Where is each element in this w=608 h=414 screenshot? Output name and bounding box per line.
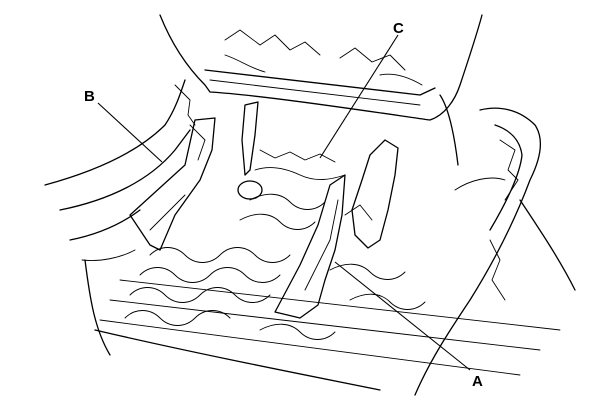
leader-a xyxy=(334,261,471,371)
right-bracket xyxy=(344,139,399,249)
seat-back-outline xyxy=(159,14,483,166)
callout-leaders xyxy=(97,34,471,371)
leader-b xyxy=(97,102,163,163)
leader-c xyxy=(319,34,399,159)
left-side-panel xyxy=(44,79,196,261)
seat-spring-grid xyxy=(84,149,561,391)
part-b-cover xyxy=(129,117,216,251)
part-a-cover xyxy=(274,174,346,319)
callout-label-b: B xyxy=(84,88,95,105)
callout-label-c: C xyxy=(393,20,404,37)
right-side-panel xyxy=(414,107,576,396)
center-bracket xyxy=(237,101,263,200)
callout-label-a: A xyxy=(472,373,483,390)
